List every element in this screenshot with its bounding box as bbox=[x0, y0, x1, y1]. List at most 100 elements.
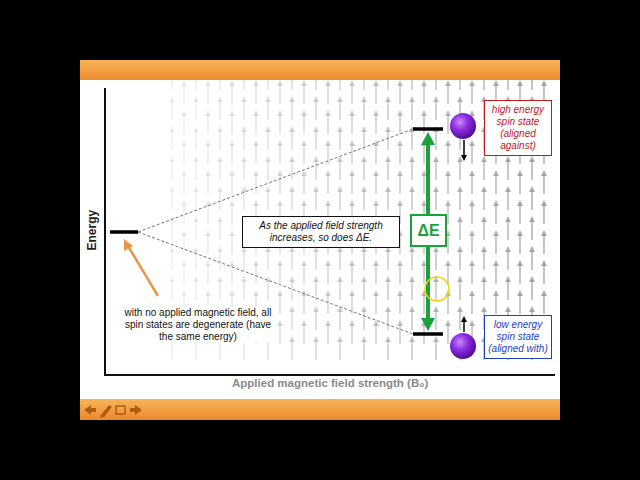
field-arrow bbox=[411, 100, 412, 120]
field-arrow-head bbox=[409, 306, 415, 312]
field-arrow bbox=[471, 294, 472, 314]
energy-level bbox=[110, 230, 138, 234]
field-arrow bbox=[183, 204, 184, 224]
field-arrow bbox=[531, 250, 532, 270]
arrow-head bbox=[421, 132, 435, 145]
field-arrow-head bbox=[289, 126, 295, 132]
field-arrow-head bbox=[421, 110, 427, 116]
field-arrow bbox=[399, 294, 400, 314]
field-arrow-head bbox=[457, 216, 463, 222]
field-arrow-head bbox=[505, 276, 511, 282]
field-arrow-head bbox=[277, 290, 283, 296]
field-arrow bbox=[495, 234, 496, 254]
field-arrow bbox=[483, 280, 484, 300]
field-arrow-head bbox=[181, 290, 187, 296]
field-arrow bbox=[411, 250, 412, 270]
field-arrow bbox=[519, 174, 520, 194]
field-arrow bbox=[339, 340, 340, 360]
field-arrow bbox=[171, 160, 172, 180]
field-arrow-head bbox=[325, 200, 331, 206]
field-arrow-head bbox=[337, 336, 343, 342]
field-arrow-head bbox=[181, 140, 187, 146]
field-arrow-head bbox=[541, 260, 547, 266]
field-arrow bbox=[339, 190, 340, 210]
field-arrow-head bbox=[493, 80, 499, 86]
top-bar bbox=[80, 60, 560, 80]
field-arrow bbox=[387, 310, 388, 330]
field-arrow bbox=[375, 294, 376, 314]
field-arrow-head bbox=[541, 80, 547, 86]
field-arrow-head bbox=[217, 246, 223, 252]
field-arrow-head bbox=[541, 290, 547, 296]
field-arrow-head bbox=[469, 80, 475, 86]
field-arrow-head bbox=[481, 216, 487, 222]
field-arrow-head bbox=[529, 216, 535, 222]
field-arrow-head bbox=[181, 230, 187, 236]
field-arrow-head bbox=[217, 126, 223, 132]
field-arrow bbox=[423, 264, 424, 284]
note-box: As the applied field strength increases,… bbox=[242, 216, 400, 248]
field-arrow-head bbox=[397, 260, 403, 266]
field-arrow bbox=[279, 114, 280, 134]
field-arrow bbox=[351, 114, 352, 134]
bottom-bar bbox=[80, 399, 560, 420]
field-arrow bbox=[327, 84, 328, 104]
field-arrow bbox=[291, 130, 292, 150]
field-arrow-head bbox=[517, 80, 523, 86]
field-arrow bbox=[339, 310, 340, 330]
field-arrow-head bbox=[229, 290, 235, 296]
field-arrow bbox=[303, 324, 304, 344]
field-arrow bbox=[447, 204, 448, 224]
field-arrow bbox=[495, 264, 496, 284]
field-arrow-head bbox=[277, 110, 283, 116]
field-arrow-head bbox=[433, 96, 439, 102]
field-arrow-head bbox=[457, 96, 463, 102]
field-arrow bbox=[507, 190, 508, 210]
field-arrow bbox=[411, 160, 412, 180]
field-arrow bbox=[363, 280, 364, 300]
field-arrow-head bbox=[337, 276, 343, 282]
field-arrow-head bbox=[229, 230, 235, 236]
field-arrow bbox=[375, 174, 376, 194]
field-arrow bbox=[291, 280, 292, 300]
field-arrow-head bbox=[205, 260, 211, 266]
field-arrow bbox=[255, 144, 256, 164]
field-arrow bbox=[351, 264, 352, 284]
field-arrow bbox=[387, 160, 388, 180]
field-arrow bbox=[231, 84, 232, 104]
field-arrow bbox=[183, 114, 184, 134]
field-arrow bbox=[291, 250, 292, 270]
field-arrow bbox=[231, 114, 232, 134]
field-arrow-head bbox=[361, 186, 367, 192]
field-arrow-head bbox=[289, 156, 295, 162]
field-arrow bbox=[207, 114, 208, 134]
field-arrow-head bbox=[301, 140, 307, 146]
field-arrow-head bbox=[289, 276, 295, 282]
field-arrow bbox=[231, 234, 232, 254]
field-arrow bbox=[267, 250, 268, 270]
field-arrow bbox=[459, 160, 460, 180]
field-arrow bbox=[207, 234, 208, 254]
field-arrow-head bbox=[181, 260, 187, 266]
field-arrow-head bbox=[409, 96, 415, 102]
field-arrow bbox=[351, 174, 352, 194]
field-arrow bbox=[267, 280, 268, 300]
field-arrow bbox=[459, 280, 460, 300]
field-arrow-head bbox=[457, 246, 463, 252]
field-arrow bbox=[171, 340, 172, 360]
field-arrow-head bbox=[469, 200, 475, 206]
field-arrow-head bbox=[373, 200, 379, 206]
field-arrow-head bbox=[289, 306, 295, 312]
field-arrow bbox=[339, 100, 340, 120]
field-arrow bbox=[447, 234, 448, 254]
field-arrow bbox=[375, 144, 376, 164]
field-arrow-head bbox=[229, 80, 235, 86]
field-arrow-head bbox=[421, 80, 427, 86]
field-arrow bbox=[471, 204, 472, 224]
field-arrow-head bbox=[481, 156, 487, 162]
field-arrow bbox=[255, 264, 256, 284]
field-arrow bbox=[399, 264, 400, 284]
box-text: high energy spin state (aligned against) bbox=[488, 104, 548, 152]
